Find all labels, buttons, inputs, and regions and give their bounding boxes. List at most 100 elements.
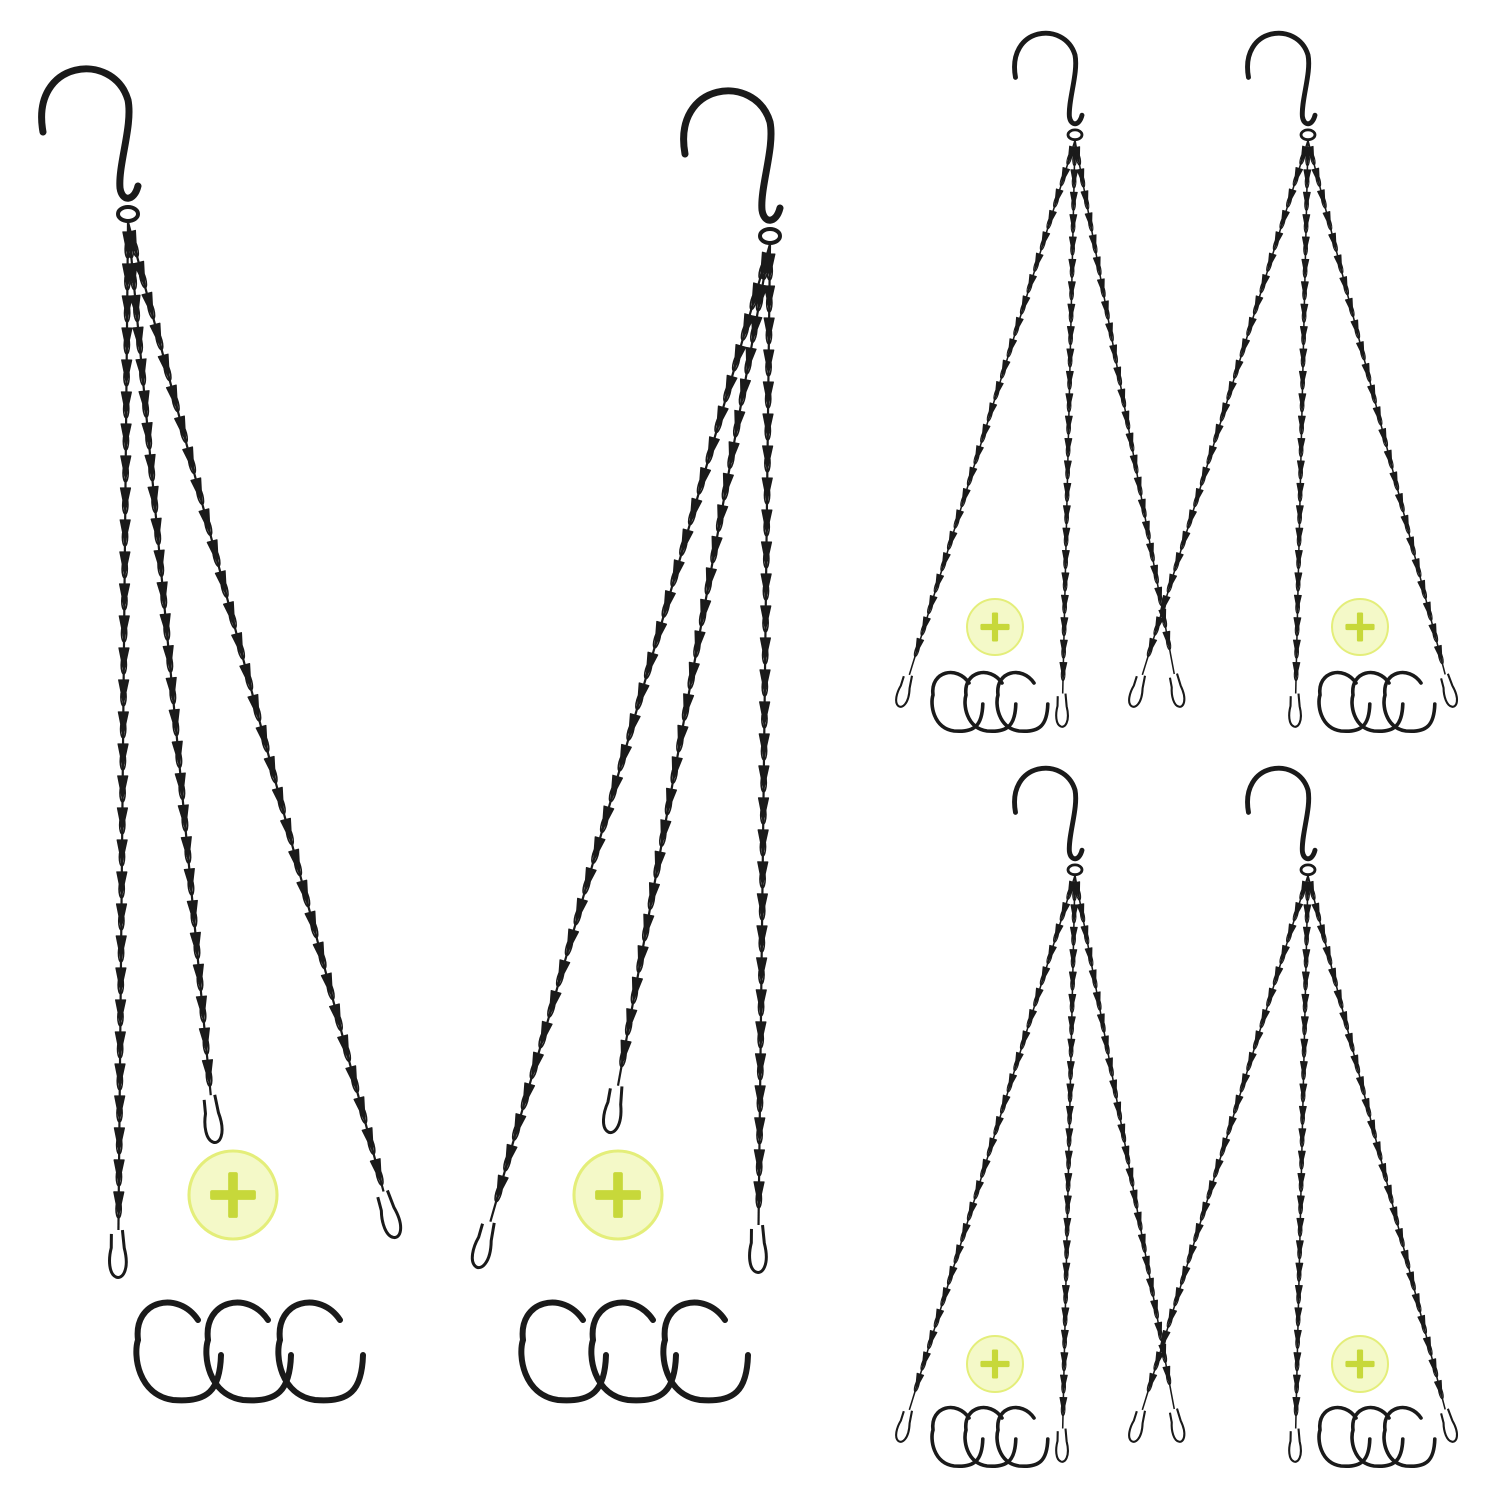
chain-link-icon: [1239, 1079, 1246, 1093]
chain-icon: [1128, 875, 1310, 1443]
hanger-hook-icon: [1245, 765, 1318, 862]
chain-link-icon: [1088, 953, 1094, 967]
chain-link-icon: [573, 906, 583, 926]
chain-link-icon: [1071, 174, 1077, 189]
top-ring-icon: [1299, 863, 1317, 877]
chain-link-icon: [1059, 173, 1066, 187]
chain-link-icon: [1297, 510, 1302, 525]
chain-link-icon: [1068, 331, 1073, 346]
chain-link-icon: [758, 933, 766, 953]
chain-link-icon: [142, 398, 150, 418]
plus-icon: [1356, 612, 1364, 642]
chain-link-icon: [204, 517, 213, 537]
chain-link-icon: [1104, 306, 1110, 320]
chain-link-icon: [1226, 1122, 1233, 1136]
chain-link-icon: [1382, 434, 1389, 448]
chain-link-icon: [1246, 323, 1253, 337]
chain-link-icon: [145, 430, 153, 450]
chain-link-icon: [494, 1183, 503, 1203]
chain-link-icon: [1301, 309, 1307, 323]
chain-link-icon: [704, 575, 713, 596]
chain-link-icon: [762, 549, 770, 569]
chain-link-icon: [1301, 1066, 1306, 1081]
chain-link-icon: [1173, 558, 1180, 572]
clip-hook-icon: [1128, 675, 1147, 708]
clip-hook-icon: [1055, 693, 1069, 728]
chain-link-icon: [1006, 344, 1013, 358]
chain-icon: [1288, 875, 1312, 1463]
chain-link-icon: [960, 1229, 967, 1243]
chain-link-icon: [670, 568, 679, 588]
chain-link-icon: [1026, 1015, 1033, 1029]
s-hook-icon: [660, 1299, 751, 1404]
clip-hook-icon: [108, 1229, 128, 1279]
chain-link-icon: [1071, 909, 1077, 924]
chain-link-icon: [1302, 999, 1308, 1014]
chain-link-icon: [760, 773, 768, 793]
chain-link-icon: [986, 1143, 993, 1157]
chain-link-icon: [1019, 301, 1027, 315]
chain-link-icon: [1066, 421, 1071, 435]
chain-link-icon: [157, 557, 165, 578]
chain-link-icon: [1376, 412, 1383, 426]
chain-link-icon: [1296, 1290, 1302, 1305]
chain-link-icon: [261, 733, 270, 753]
chain-link-icon: [1153, 622, 1160, 636]
chain-link-icon: [169, 685, 177, 705]
chain-link-icon: [696, 475, 706, 495]
chain-link-icon: [1112, 350, 1119, 364]
chain-link-icon: [1298, 443, 1304, 458]
chain-icon: [1072, 875, 1186, 1443]
chain-link-icon: [1299, 886, 1306, 901]
chain-link-icon: [1083, 931, 1090, 945]
chain-link-icon: [123, 335, 131, 355]
chain-link-icon: [1149, 548, 1155, 563]
chain-link-icon: [190, 908, 198, 928]
chain-link-icon: [367, 1135, 376, 1155]
chain-link-icon: [1046, 951, 1053, 965]
chain-link-icon: [1053, 194, 1060, 208]
chain-link-icon: [755, 1157, 763, 1177]
chain-link-icon: [1120, 1129, 1127, 1143]
chain-link-icon: [760, 741, 768, 761]
chain-link-icon: [756, 1093, 764, 1113]
chain-link-icon: [1079, 174, 1086, 188]
plus-icon: [991, 612, 999, 642]
chain-link-icon: [1219, 408, 1226, 422]
s-hook-icon: [1382, 1405, 1437, 1469]
chain-link-icon: [1013, 1058, 1020, 1072]
chain-link-icon: [1259, 280, 1266, 294]
chain-link-icon: [1129, 438, 1135, 453]
chain-link-icon: [705, 445, 715, 465]
chain-link-icon: [1219, 1143, 1226, 1157]
chain-link-icon: [1206, 451, 1213, 465]
chain-link-icon: [1069, 999, 1075, 1014]
chain-link-icon: [1067, 1088, 1073, 1103]
chain-link-icon: [1075, 152, 1082, 166]
chain-link-icon: [1092, 975, 1098, 989]
chain-link-icon: [763, 517, 771, 537]
chain-link-icon: [1332, 973, 1338, 988]
chain-link-icon: [1293, 667, 1299, 682]
chain-link-icon: [980, 429, 987, 444]
chain-link-icon: [1199, 1207, 1207, 1221]
plus-badge: [930, 598, 1050, 734]
chain-link-icon: [920, 1357, 927, 1371]
chain-link-icon: [762, 613, 769, 633]
chain-link-icon: [624, 1016, 633, 1037]
chain-link-icon: [285, 826, 295, 846]
chain-link-icon: [1320, 930, 1327, 944]
chain-link-icon: [1199, 472, 1207, 486]
chain-link-icon: [1305, 887, 1310, 902]
chain-link-icon: [1060, 1402, 1066, 1417]
clip-hook-icon: [202, 1094, 224, 1144]
chain-link-icon: [220, 578, 229, 599]
chain-link-icon: [119, 783, 126, 803]
chain-link-icon: [118, 879, 126, 899]
chain-link-icon: [1096, 997, 1102, 1011]
chain-link-icon: [146, 300, 156, 320]
chain-link-icon: [1294, 1380, 1300, 1394]
chain-link-icon: [136, 334, 144, 355]
chain-link-icon: [124, 271, 131, 291]
chain-link-icon: [1315, 908, 1322, 923]
